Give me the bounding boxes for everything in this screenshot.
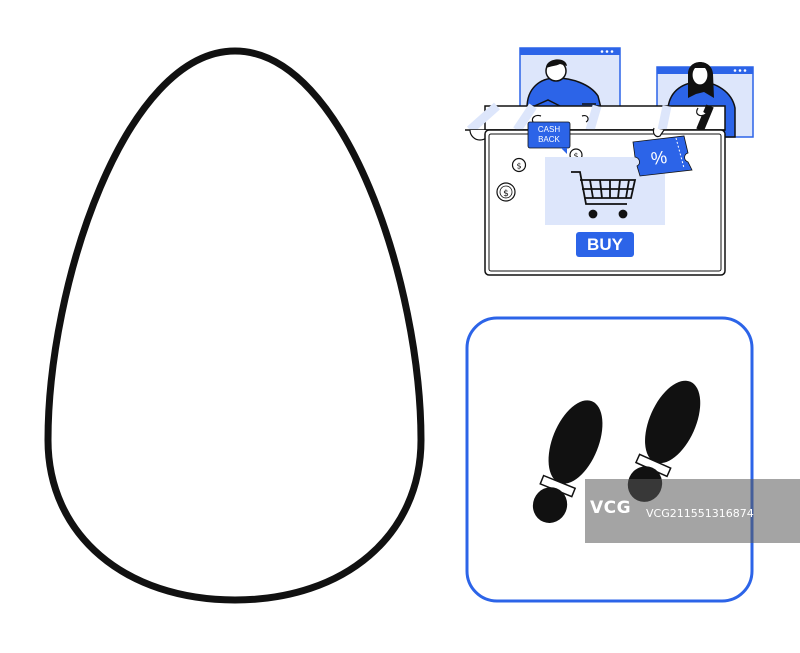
discount-coupon-icon — [632, 135, 693, 177]
cashback-label-line2: BACK — [538, 135, 560, 144]
buy-button[interactable] — [576, 232, 634, 257]
cashback-label-line1: CASH — [538, 125, 560, 134]
cashback-tag — [527, 121, 571, 154]
watermark-logo: VCG — [590, 498, 632, 518]
man-figure — [526, 59, 602, 109]
footprints-card-frame — [465, 316, 754, 603]
shopping-cart-icon — [571, 171, 637, 219]
watermark-band — [585, 479, 800, 543]
svg-text:$: $ — [503, 189, 509, 199]
buy-button-label: BUY — [587, 235, 624, 254]
dollar-coin-icon: $ — [496, 182, 516, 202]
discount-symbol: % — [650, 147, 669, 169]
watermark-id: VCG211551316874 — [646, 507, 754, 520]
svg-text:$: $ — [516, 162, 521, 171]
dollar-coin-icon: $ — [511, 157, 527, 173]
svg-text:$: $ — [573, 152, 578, 161]
